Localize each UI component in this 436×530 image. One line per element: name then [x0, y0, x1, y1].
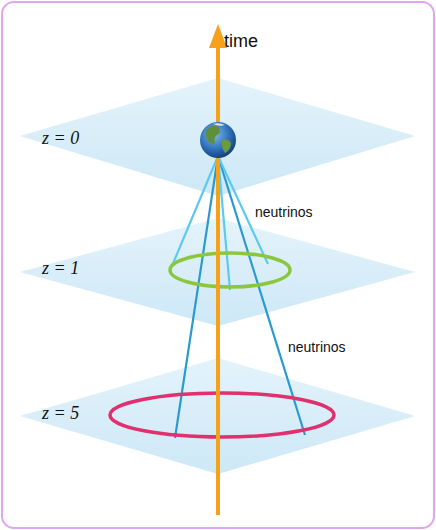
time-axis [216, 45, 220, 515]
redshift-label: z = 1 [42, 258, 79, 280]
redshift-label: z = 5 [42, 403, 79, 425]
redshift-label: z = 0 [42, 128, 79, 150]
source-ring-z1 [170, 253, 290, 287]
particle-label: neutrinos [255, 204, 313, 221]
source-ring-z5 [110, 393, 334, 437]
particle-label: neutrinos [286, 339, 348, 356]
earth-icon [200, 122, 236, 158]
axis-label: time [224, 31, 258, 53]
